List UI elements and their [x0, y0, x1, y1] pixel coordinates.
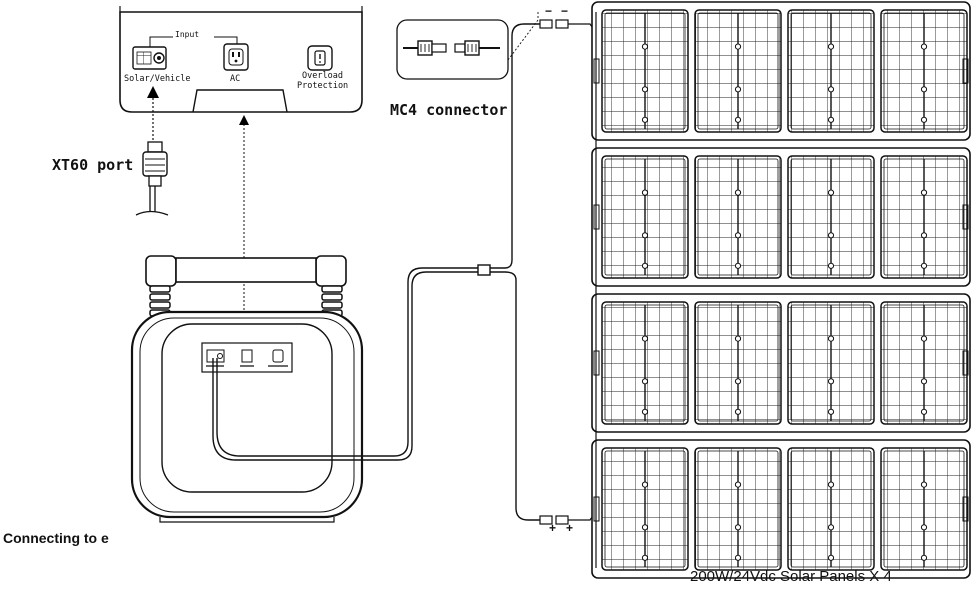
solar-module: [694, 9, 782, 133]
solar-panels-caption: 200W/24Vdc Solar Panels X 4: [690, 568, 892, 585]
overload-label-line2: Protection: [297, 81, 349, 91]
overload-label-line1: Overload: [302, 71, 343, 81]
solar-panel: [591, 439, 971, 579]
solar-module: [880, 301, 968, 425]
ac-label: AC: [230, 74, 241, 84]
solar-module: [880, 9, 968, 133]
solar-battery-icon: [136, 51, 152, 65]
dc-port-icon: [153, 52, 165, 64]
solar-module: [601, 9, 689, 133]
solar-panel: [591, 1, 971, 141]
top-mc4-pair: [539, 19, 598, 35]
mc4-connector-icon: [403, 40, 500, 56]
solar-vehicle-port: [132, 46, 167, 70]
minus-sign-2: −: [561, 4, 569, 18]
solar-array: [591, 1, 971, 579]
solar-module: [787, 9, 875, 133]
solar-module: [787, 155, 875, 279]
input-group-label: Input: [173, 30, 202, 39]
solar-panel: [591, 147, 971, 287]
mc4-connector-inset: [396, 19, 509, 80]
solar-module: [601, 155, 689, 279]
mc4-label: MC4 connector: [390, 101, 508, 119]
connecting-label: Connecting to e: [3, 530, 109, 546]
solar-module: [787, 301, 875, 425]
solar-module: [880, 155, 968, 279]
ac-outlet-icon: [223, 43, 249, 71]
solar-module: [601, 301, 689, 425]
minus-sign-1: −: [545, 4, 553, 18]
xt60-plug-icon: [135, 141, 169, 216]
charging-cable: [212, 23, 540, 521]
solar-module: [694, 155, 782, 279]
plus-sign-2: +: [566, 521, 574, 535]
solar-module: [601, 447, 689, 571]
plus-sign-1: +: [549, 521, 557, 535]
solar-vehicle-label: Solar/Vehicle: [124, 74, 191, 84]
xt60-label: XT60 port: [52, 156, 134, 174]
solar-module: [694, 301, 782, 425]
solar-module: [787, 447, 875, 571]
solar-module: [694, 447, 782, 571]
overload-protection-icon: [307, 45, 333, 71]
solar-panel: [591, 293, 971, 433]
power-station: [130, 255, 364, 523]
solar-module: [880, 447, 968, 571]
